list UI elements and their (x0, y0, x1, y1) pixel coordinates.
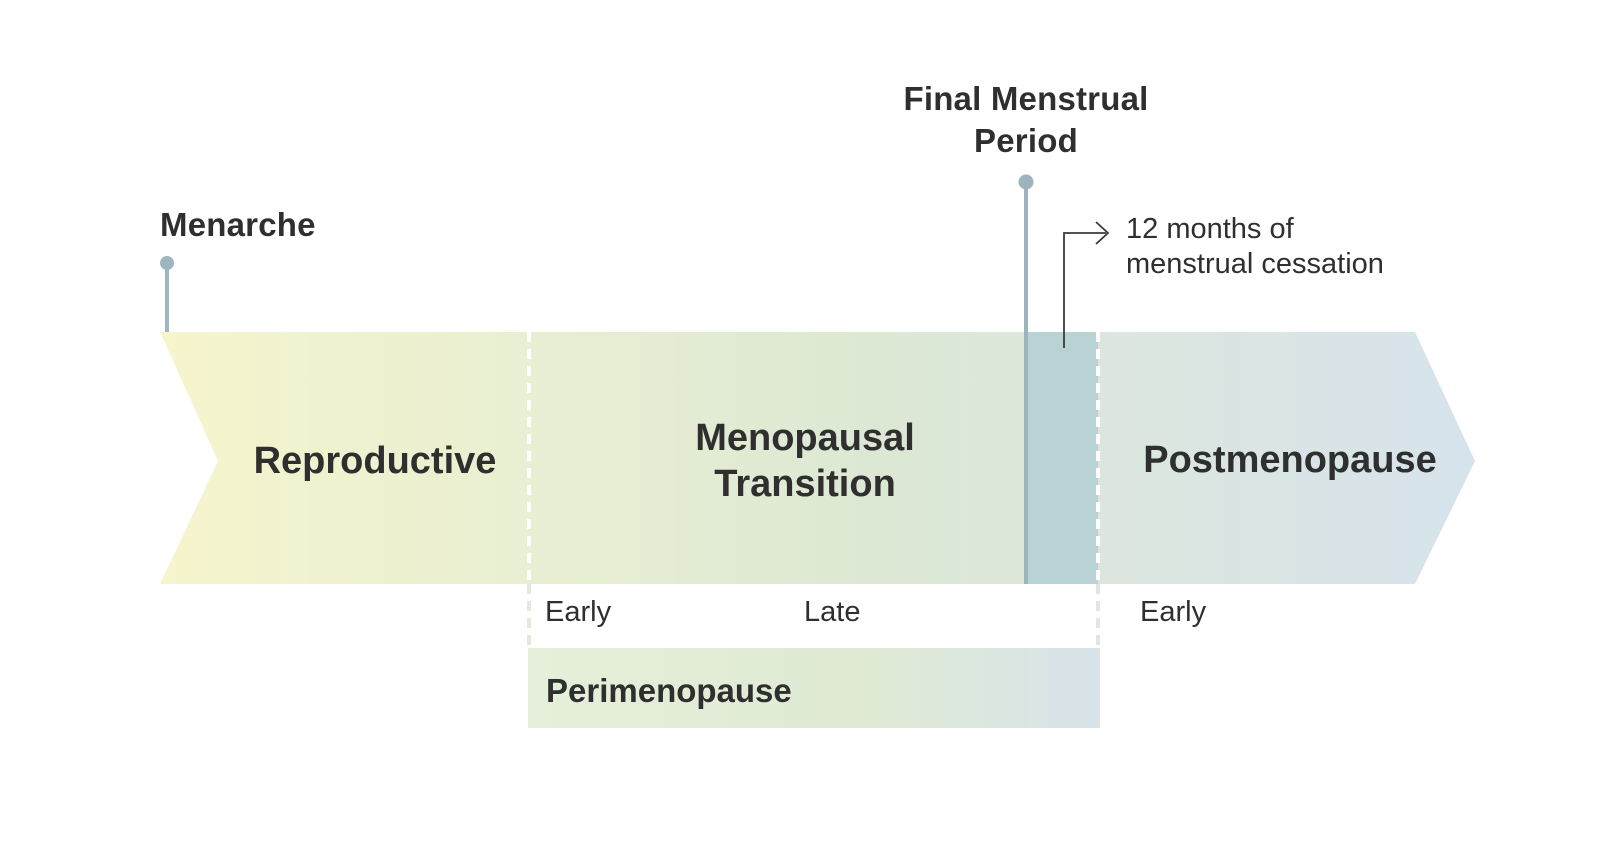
stage-arrow-band (160, 332, 1475, 584)
substage-postmenopause-early: Early (1140, 596, 1207, 628)
substage-transition-early: Early (545, 596, 612, 628)
cessation-note-line-2: menstrual cessation (1126, 248, 1384, 280)
stage-transition-line-1: Menopausal (695, 417, 915, 459)
substage-transition-late: Late (804, 596, 861, 628)
fmp-pin-head (1018, 174, 1034, 190)
cessation-period-block (1026, 332, 1098, 584)
fmp-label-line-1: Final Menstrual (903, 80, 1149, 117)
stage-reproductive-label: Reproductive (253, 440, 497, 482)
perimenopause-band (528, 648, 1100, 728)
stage-postmenopause-label: Postmenopause (1143, 439, 1437, 481)
cessation-note: 12 months of menstrual cessation (1126, 212, 1384, 282)
arrow-right-icon (1095, 221, 1110, 245)
menarche-label: Menarche (160, 206, 316, 243)
menarche-pin-head (160, 256, 174, 270)
stage-transition-label: Menopausal Transition (660, 415, 950, 507)
fmp-label: Final Menstrual Period (876, 78, 1176, 162)
stage-transition-line-2: Transition (714, 463, 896, 505)
perimenopause-label: Perimenopause (546, 672, 792, 709)
fmp-label-line-2: Period (974, 122, 1078, 159)
cessation-note-line-1: 12 months of (1126, 213, 1294, 245)
cessation-callout-connector (1063, 232, 1106, 348)
